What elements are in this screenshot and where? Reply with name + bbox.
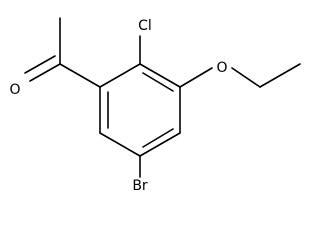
ring-bond (99, 132, 141, 157)
chlorine-label: Cl (138, 18, 152, 34)
bromine-label: Br (132, 178, 148, 194)
bonds (24, 17, 301, 178)
ring-bond-double-inner (142, 72, 174, 92)
ring-bond-double-inner (142, 128, 174, 148)
ether-bond (179, 67, 213, 88)
ether-bond (231, 67, 261, 88)
ether-oxygen-label: O (216, 60, 227, 76)
carbonyl-double-bond (24, 55, 56, 74)
ethyl-bond (259, 63, 301, 88)
ring-bond (139, 132, 181, 157)
atom-labels: O Cl O Br (9, 18, 227, 194)
chemical-structure: O Cl O Br (9, 17, 301, 194)
acetyl-bond (59, 63, 101, 88)
ring-bond (99, 63, 141, 88)
ring-bond (139, 63, 181, 88)
carbonyl-double-bond (29, 63, 61, 82)
carbonyl-oxygen-label: O (9, 82, 20, 98)
